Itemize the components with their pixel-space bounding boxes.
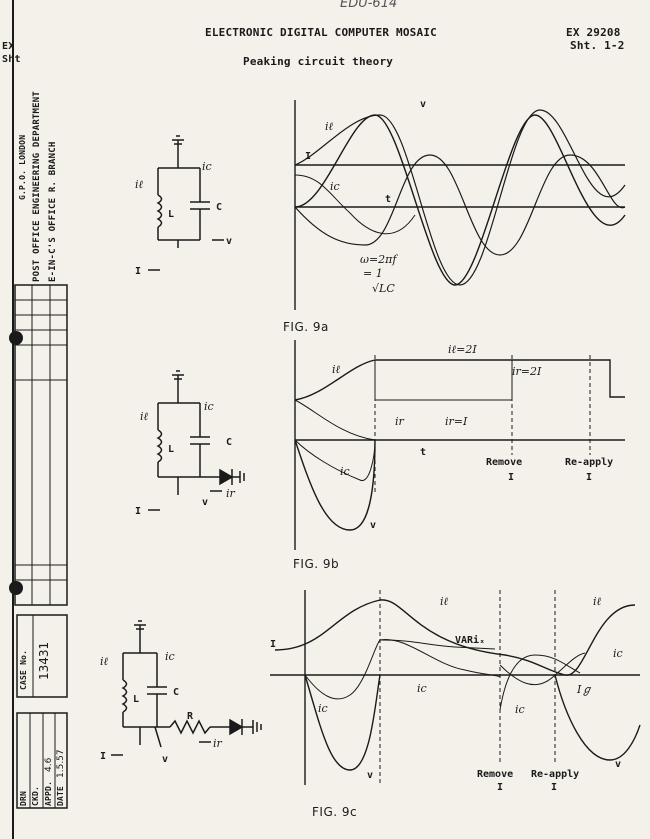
fig9a-circuit-il: iℓ xyxy=(135,178,144,191)
fig9c-ig-label: Iℊ xyxy=(576,683,592,696)
fig9c-reapply-I: I xyxy=(551,782,557,793)
fig9c-circuit-L: L xyxy=(133,694,139,705)
fig9c-remove-I: I xyxy=(497,782,503,793)
fig9b-reapply-I: I xyxy=(586,472,592,483)
fig9b-remove-label: Remove xyxy=(486,457,522,468)
fig9a-I-label: I xyxy=(305,151,311,162)
fig9a-eq-label: = 1 xyxy=(363,267,383,280)
date-value: 1.5.57 xyxy=(56,749,66,778)
fig9a-v-label: v xyxy=(420,99,426,110)
fig9b-ic-label: ic xyxy=(340,465,350,478)
fig9c-circuit-v: v xyxy=(162,754,168,765)
fig9a-circuit-I: I xyxy=(135,266,141,277)
appd-label: APPD. xyxy=(44,780,53,806)
fig9b-circuit-ic: ic xyxy=(204,400,214,413)
ckd-label: CKD. xyxy=(31,785,40,806)
fig9c-il2-label: iℓ xyxy=(593,595,602,608)
fig9b-il-label: iℓ xyxy=(332,363,341,376)
fig9b-graph: iℓ iℓ=2I ir=2I ir ir=I t ic v Remove I R… xyxy=(294,340,625,550)
fig9b-ir2-label: ir=2I xyxy=(512,365,542,378)
fig9b-v-label: v xyxy=(370,520,376,531)
fig9b-t-label: t xyxy=(420,447,426,458)
fig9c-caption: FIG. 9c xyxy=(312,805,358,819)
fig9b-caption: FIG. 9b xyxy=(293,557,340,571)
fig9c-v1-label: v xyxy=(367,770,373,781)
appd-value: 4.6 xyxy=(44,757,54,772)
fig9a-caption: FIG. 9a xyxy=(283,320,329,334)
department-label: POST OFFICE ENGINEERING DEPARTMENT xyxy=(32,90,42,282)
fig9a-circuit-C: C xyxy=(216,202,222,213)
fig9b-il2-label: iℓ=2I xyxy=(448,343,477,356)
fig9c-circuit-ic: ic xyxy=(165,650,175,663)
fig9c-circuit-C: C xyxy=(173,687,179,698)
fig9a-circuit-L: L xyxy=(168,209,174,220)
gpo-label: G.P.O. LONDON xyxy=(18,134,27,200)
date-label: DATE xyxy=(56,785,65,806)
fig9c-ic4-label: ic xyxy=(318,702,328,715)
title-block-frame xyxy=(9,0,68,839)
fig9c-ic1-label: ic xyxy=(417,682,427,695)
fig9a-circuit-ic: ic xyxy=(202,160,212,173)
document-ref: EX 29208 xyxy=(566,26,621,39)
case-number: 13431 xyxy=(37,641,51,680)
fig9b-circuit-I: I xyxy=(135,506,141,517)
fig9a-circuit: iℓ ic L C v I xyxy=(135,135,232,277)
fig9c-v2-label: v xyxy=(615,759,621,770)
fig9c-ic2-label: ic xyxy=(515,703,525,716)
fig9c-I-label: I xyxy=(270,639,276,650)
fig9b-circuit-ir: ir xyxy=(226,487,236,500)
fig9b-circuit-v: v xyxy=(202,497,208,508)
fig9c-il-label: iℓ xyxy=(440,595,449,608)
fig9a-ic-label: ic xyxy=(330,180,340,193)
fig9b-reapply-label: Re-apply xyxy=(565,457,613,468)
office-label: E-IN-C'S OFFICE R. BRANCH xyxy=(48,141,58,282)
fig9c-circuit-il: iℓ xyxy=(100,655,109,668)
fig9c-circuit-R: R xyxy=(187,711,194,722)
fig9c-reapply-label: Re-apply xyxy=(531,769,579,780)
fig9c-remove-label: Remove xyxy=(477,769,513,780)
drn-label: DRN xyxy=(19,790,28,806)
fig9b-circuit: iℓ ic L C v I ir xyxy=(135,370,245,517)
fig9c-circuit-ir: ir xyxy=(213,737,223,750)
fig9a-omega-label: ω=2πf xyxy=(360,253,398,266)
sheet-number: Sht. 1-2 xyxy=(570,39,625,52)
fig9c-var-label: VARiₓ xyxy=(455,634,485,646)
fig9b-circuit-C: C xyxy=(226,437,232,448)
stamp-number: EDU-614 xyxy=(340,0,398,11)
fig9b-circuit-il: iℓ xyxy=(140,410,149,423)
fig9c-ic3-label: ic xyxy=(613,647,623,660)
fig9c-circuit: iℓ ic L C R v I ir xyxy=(100,620,262,765)
fig9a-il-label: iℓ xyxy=(325,120,334,133)
fig9a-graph: iℓ v I ic t ω=2πf = 1 √LC xyxy=(294,99,626,310)
fig9a-t-label: t xyxy=(385,194,391,205)
fig9b-remove-I: I xyxy=(508,472,514,483)
case-label: CASE No. xyxy=(19,649,28,690)
fig9b-circuit-L: L xyxy=(168,444,174,455)
document-subtitle: Peaking circuit theory xyxy=(243,55,394,68)
document-title: ELECTRONIC DIGITAL COMPUTER MOSAIC xyxy=(205,26,437,39)
fig9b-irI-label: ir=I xyxy=(445,415,468,428)
fig9c-graph: I iℓ VARiₓ ic ic ic iℓ Iℊ v v Remove I R… xyxy=(270,590,641,793)
fig9b-ir-label: ir xyxy=(395,415,405,428)
fig9a-circuit-v: v xyxy=(226,236,232,247)
fig9a-den-label: √LC xyxy=(372,282,395,295)
fig9c-circuit-I: I xyxy=(100,751,106,762)
top-clip-text: EX Sht xyxy=(2,41,21,65)
